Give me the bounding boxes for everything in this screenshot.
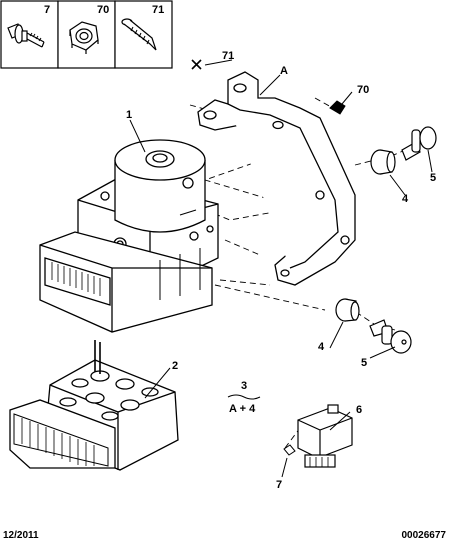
callout-5-upper: 5	[430, 172, 436, 184]
legend-label-70: 70	[97, 4, 109, 16]
callout-71: 71	[222, 50, 234, 62]
mounting-bracket	[197, 71, 356, 286]
bolt-with-washer-icon	[7, 23, 45, 48]
rubber-damper-lower	[335, 298, 360, 322]
small-bolt-square	[283, 444, 296, 456]
callout-labels: 1 A 71 70 4 5 4 5 2 6 7 3 A + 4	[126, 50, 436, 491]
legend-box-screw: 71	[114, 0, 173, 69]
callout-1: 1	[126, 109, 132, 121]
tilde-separator	[227, 394, 261, 400]
hex-nut-icon	[69, 21, 99, 54]
screw-marker-icon	[191, 59, 202, 70]
callout-3-formula: A + 4	[229, 403, 256, 415]
callout-70: 70	[357, 84, 369, 96]
spacer-sleeve-lower	[369, 319, 412, 354]
callout-7: 7	[276, 479, 282, 491]
spacer-sleeve-upper	[401, 126, 437, 161]
callout-3: 3	[241, 380, 247, 392]
callout-A: A	[280, 65, 288, 77]
ecu-connector-pins	[51, 262, 101, 296]
footer-date: 12/2011	[3, 530, 39, 541]
legend-label-71: 71	[152, 4, 164, 16]
legend-label-7: 7	[44, 4, 50, 16]
abs-hydraulic-unit	[39, 139, 219, 333]
callout-4-upper: 4	[402, 193, 409, 205]
rubber-damper-upper	[370, 149, 396, 175]
self-tapping-screw-icon	[121, 18, 157, 51]
callout-4-lower: 4	[318, 341, 325, 353]
callout-leaders	[129, 59, 433, 478]
hex-nut-small	[329, 100, 346, 115]
footer-reference: 00026677	[401, 530, 447, 541]
callout-2: 2	[172, 360, 178, 372]
legend-box-nut: 70	[57, 0, 116, 69]
hydraulic-block-part	[9, 340, 179, 471]
callout-5-lower: 5	[361, 357, 367, 369]
legend-box-bolt: 7	[0, 0, 59, 69]
relay-module	[297, 404, 353, 468]
callout-6: 6	[356, 404, 362, 416]
